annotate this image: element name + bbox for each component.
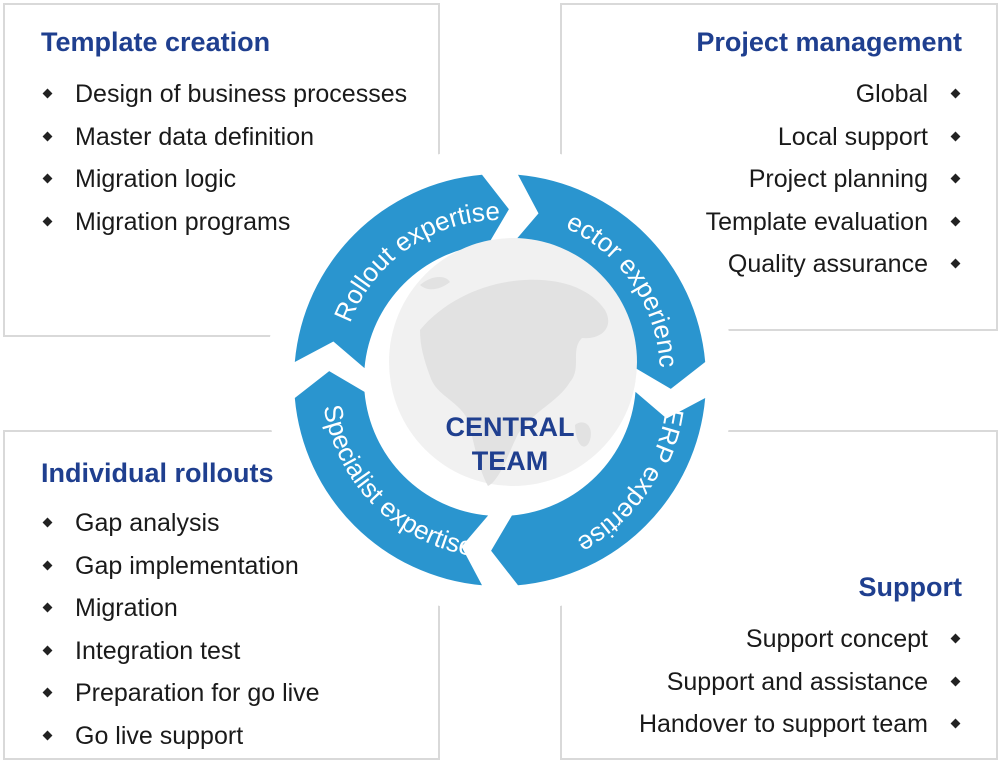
- segment-specialist: [294, 371, 489, 586]
- list-item: Master data definition: [41, 116, 407, 159]
- list-item: Gap implementation: [41, 545, 320, 588]
- support-title: Support: [858, 572, 962, 602]
- center-label-line1: CENTRAL: [446, 412, 575, 442]
- list-item: Global: [706, 73, 962, 116]
- support-list: Support concept Support and assistance H…: [639, 618, 962, 746]
- project-management-list: Global Local support Project planning Te…: [706, 73, 962, 286]
- project-management-title: Project management: [696, 27, 962, 57]
- list-item: Support and assistance: [639, 661, 962, 704]
- list-item: Local support: [706, 116, 962, 159]
- globe-icon: [389, 238, 637, 486]
- list-item: Migration programs: [41, 201, 407, 244]
- list-item: Quality assurance: [706, 243, 962, 286]
- template-creation-title: Template creation: [41, 27, 271, 57]
- template-creation-list: Design of business processes Master data…: [41, 73, 407, 243]
- individual-rollouts-title: Individual rollouts: [41, 458, 274, 488]
- segment-sector: [511, 174, 706, 389]
- center-label-line2: TEAM: [472, 446, 549, 476]
- list-item: Handover to support team: [639, 703, 962, 746]
- segment-rollout: [294, 174, 509, 369]
- individual-rollouts-list: Gap analysis Gap implementation Migratio…: [41, 502, 320, 757]
- list-item: Support concept: [639, 618, 962, 661]
- cycle-ring: [294, 174, 706, 586]
- central-team-cycle: CENTRAL TEAM Rollout expertise Sector ex…: [270, 150, 730, 610]
- list-item: Gap analysis: [41, 502, 320, 545]
- segment-erp: [491, 391, 706, 586]
- template-creation-panel: Template creation Design of business pro…: [3, 3, 440, 337]
- list-item: Integration test: [41, 630, 320, 673]
- list-item: Template evaluation: [706, 201, 962, 244]
- list-item: Design of business processes: [41, 73, 407, 116]
- list-item: Migration logic: [41, 158, 407, 201]
- list-item: Preparation for go live: [41, 672, 320, 715]
- list-item: Project planning: [706, 158, 962, 201]
- list-item: Go live support: [41, 715, 320, 758]
- list-item: Migration: [41, 587, 320, 630]
